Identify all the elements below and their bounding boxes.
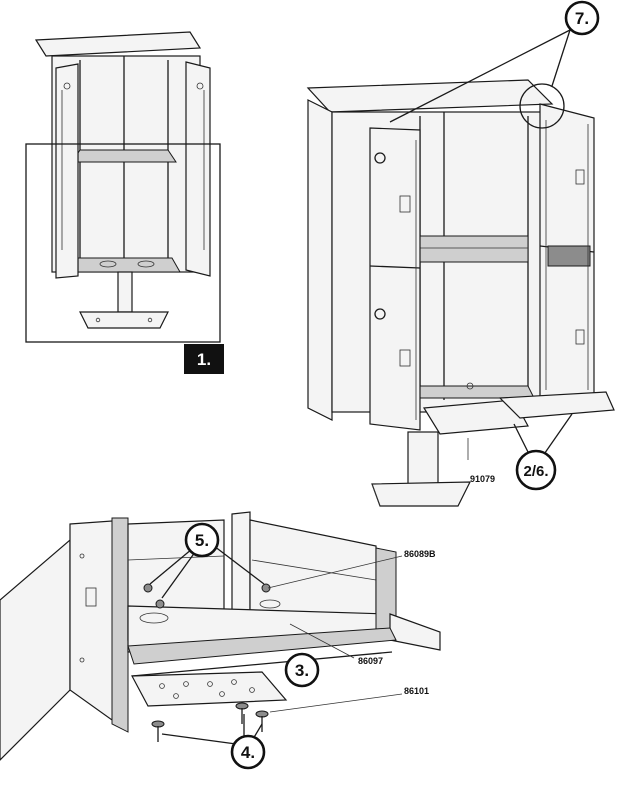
step7-label: 7. (575, 9, 589, 28)
step2-6-callout (515, 449, 557, 491)
part-86089b-label: 86089B (404, 549, 436, 559)
step3-callout (284, 652, 320, 688)
figure-2-large-unit: 7. 2/6. 91079 (306, 0, 615, 507)
part-86101-label: 86101 (404, 686, 429, 696)
bolt-left (151, 720, 165, 742)
figure-3-detail: 5. 3. 4. 86089B 86097 86101 (0, 511, 441, 770)
figure-1-small-unit: 1. (25, 31, 224, 374)
hinge-detail-circle (519, 83, 565, 129)
bolt-mid (235, 702, 249, 724)
step3-label: 3. (295, 661, 309, 680)
step1-badge (184, 344, 224, 374)
step5-callout (184, 522, 220, 558)
screw-center (155, 599, 165, 609)
part-86097-label: 86097 (358, 656, 383, 666)
bolt-right (255, 710, 269, 732)
screw-right (261, 583, 271, 593)
screw-left (143, 583, 153, 593)
part-91079-label: 91079 (470, 474, 495, 484)
step1-label: 1. (197, 350, 211, 369)
step4-callout (230, 734, 266, 770)
step4-label: 4. (241, 743, 255, 762)
step7-callout (564, 0, 600, 36)
step2-6-label: 2/6. (523, 463, 548, 480)
step5-label: 5. (195, 531, 209, 550)
